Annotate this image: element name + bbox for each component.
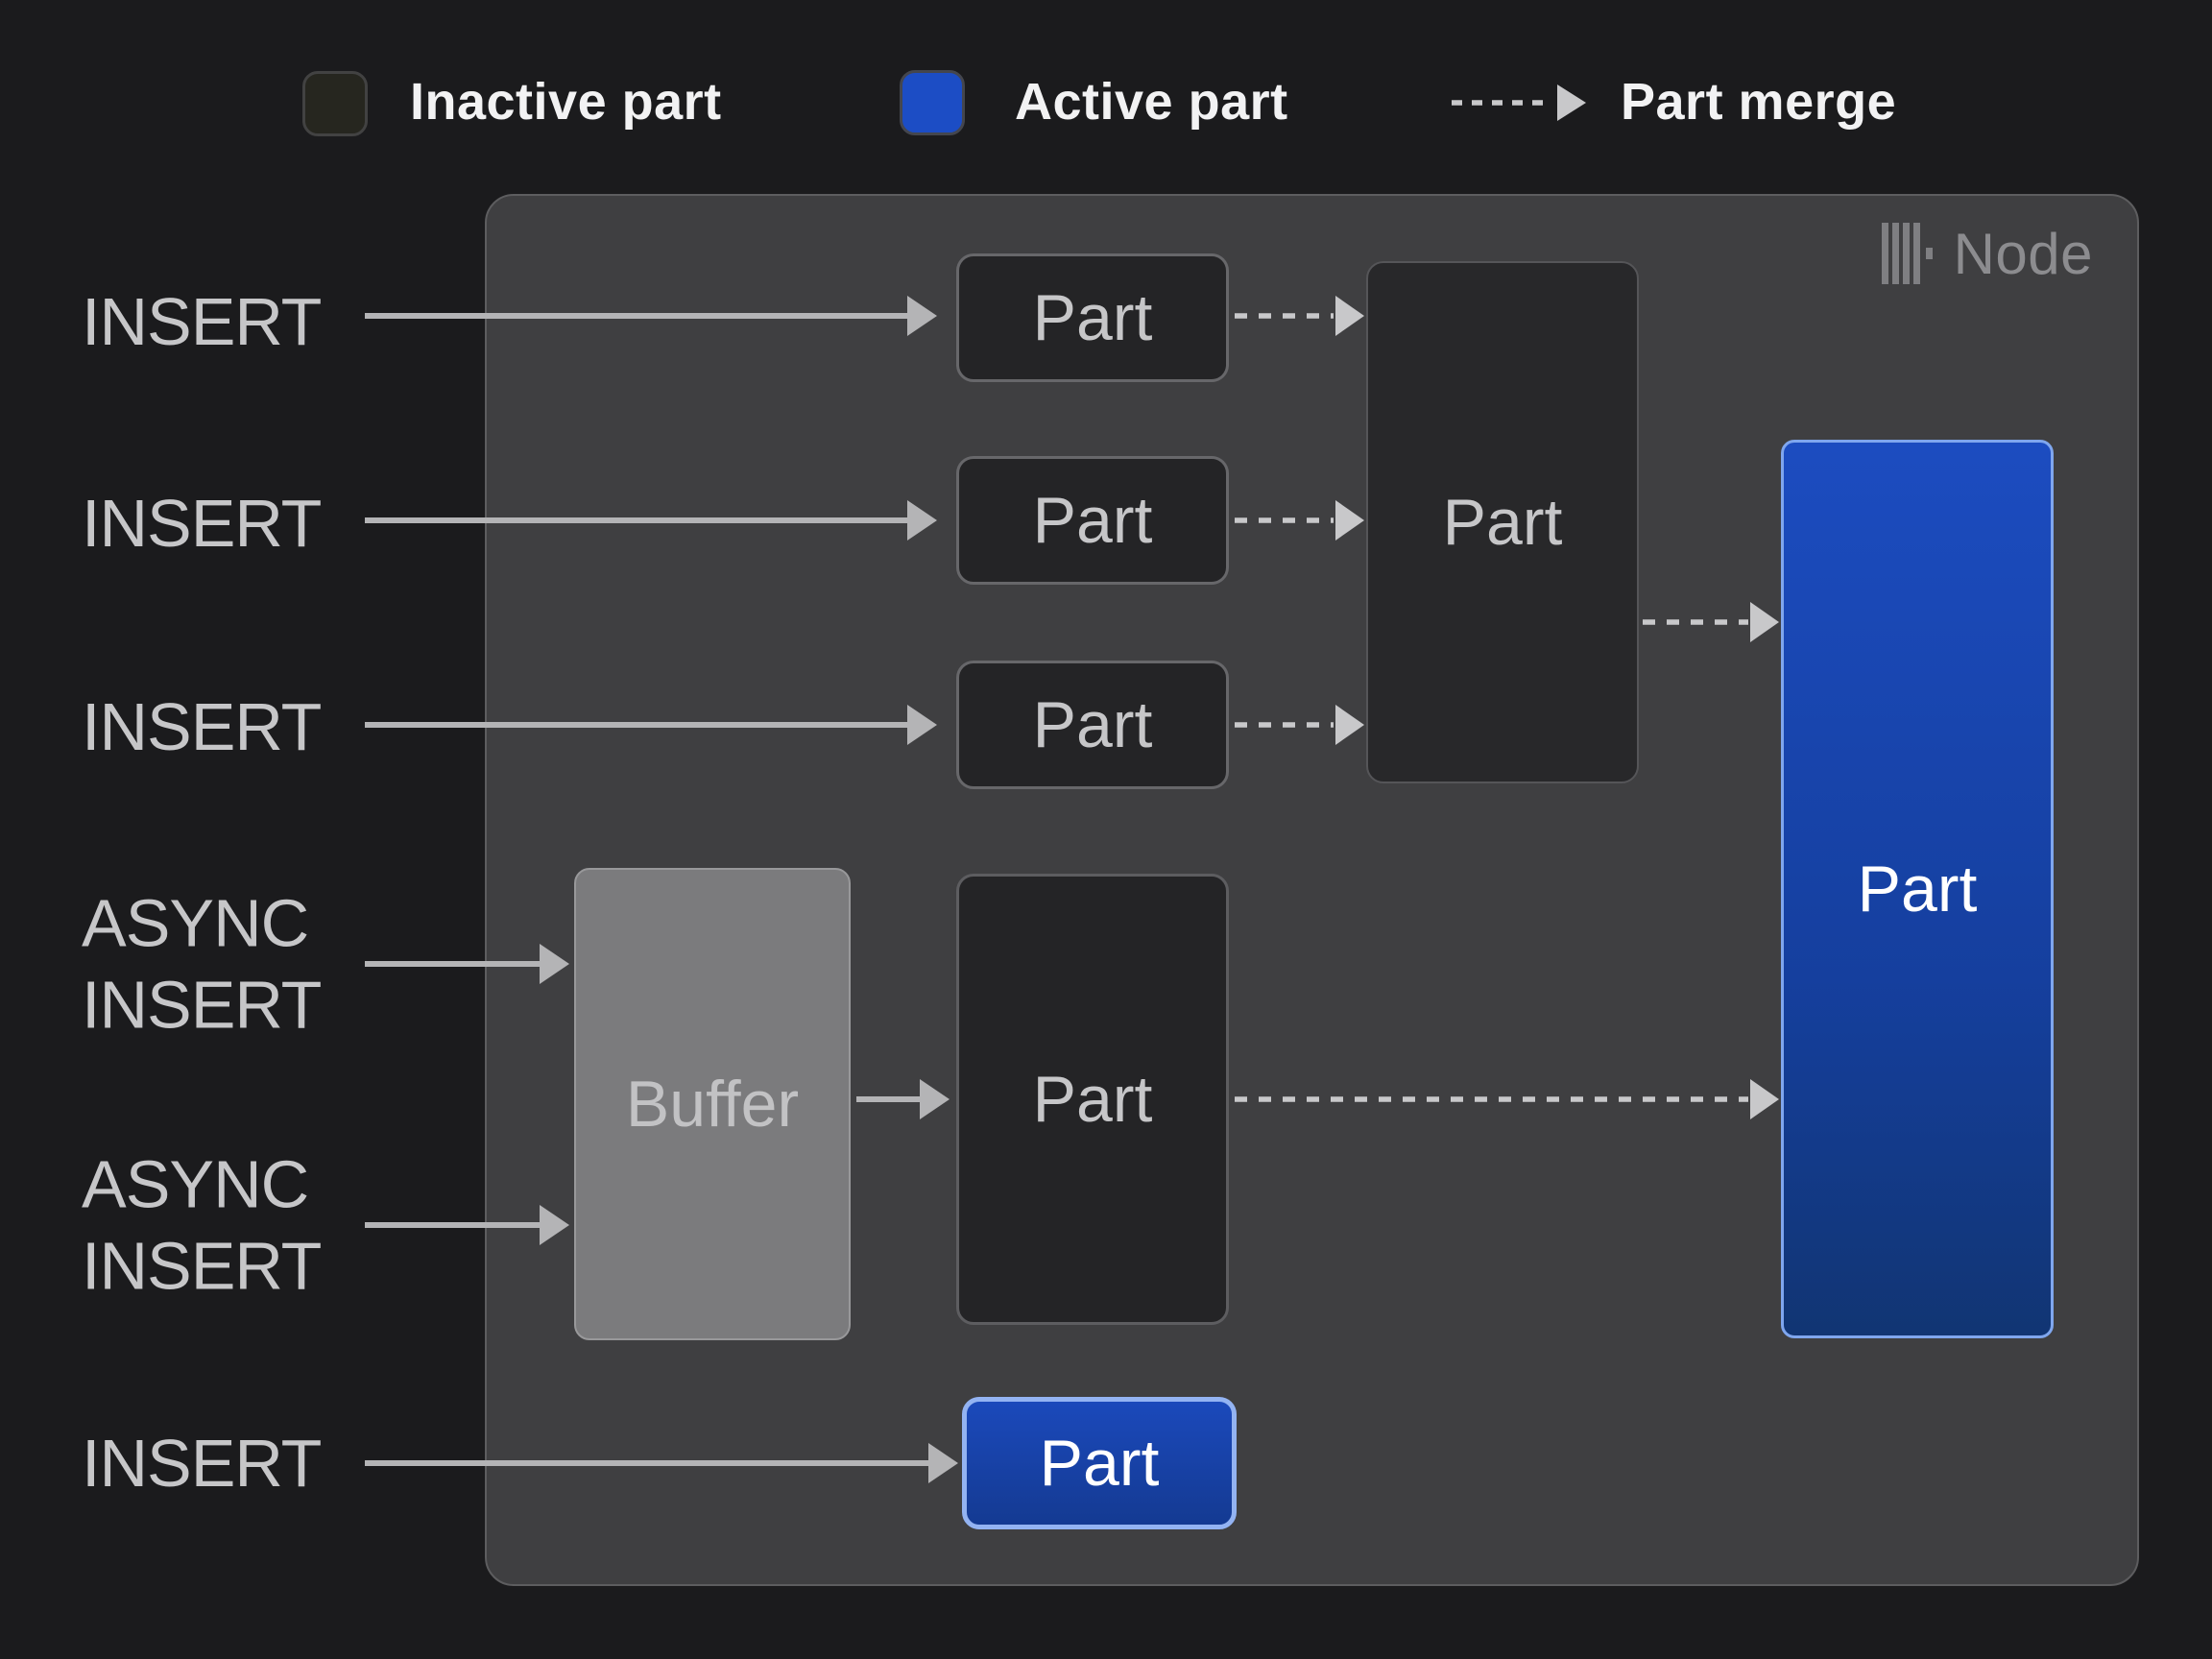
node-title: Node xyxy=(1881,221,2093,286)
legend-active-label: Active part xyxy=(1015,73,1288,131)
legend-inactive-swatch xyxy=(302,71,368,136)
part-box-merged: Part xyxy=(1366,261,1639,783)
async-insert-label-2: ASYNC INSERT xyxy=(82,1146,322,1303)
part-box-small-3: Part xyxy=(956,661,1229,789)
part-box-async: Part xyxy=(956,874,1229,1325)
part-box-active-large: Part xyxy=(1781,440,2054,1338)
insert-label-4: INSERT xyxy=(82,1426,322,1501)
clickhouse-logo-icon xyxy=(1881,223,1933,284)
insert-label-3: INSERT xyxy=(82,689,322,764)
legend-inactive-label: Inactive part xyxy=(410,73,722,131)
part-box-small-2: Part xyxy=(956,456,1229,585)
buffer-box: Buffer xyxy=(574,868,851,1340)
legend-active-swatch xyxy=(900,70,965,135)
insert-label-1: INSERT xyxy=(82,284,322,359)
part-box-active-small: Part xyxy=(962,1397,1237,1529)
async-insert-label-1: ASYNC INSERT xyxy=(82,885,322,1042)
part-box-small-1: Part xyxy=(956,253,1229,382)
insert-label-2: INSERT xyxy=(82,486,322,561)
node-title-label: Node xyxy=(1953,221,2093,286)
legend-merge-label: Part merge xyxy=(1621,73,1897,131)
legend-merge-arrow xyxy=(1452,84,1586,121)
